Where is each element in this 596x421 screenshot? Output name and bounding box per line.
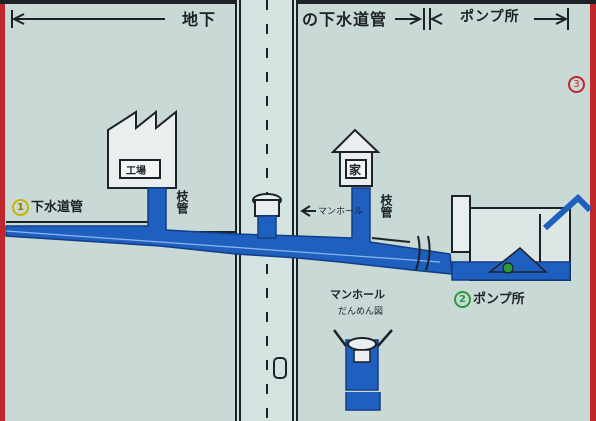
branch-pipe-left-label: 枝管 <box>175 190 189 214</box>
marker-three: 3 <box>568 74 587 93</box>
hydrant-icon <box>273 357 287 379</box>
pump-station-icon <box>451 193 593 281</box>
header-underground: 地下 <box>182 10 217 29</box>
manhole-arrow-label: マンホール <box>318 207 364 217</box>
left-red-border <box>0 0 5 421</box>
sewer-main-pipe <box>5 187 453 275</box>
manhole-mascot-title: マンホール <box>330 288 385 301</box>
pipe-break-marks <box>415 235 431 271</box>
header-sewer-pipe: の下水道管 <box>302 10 388 29</box>
factory-icon <box>107 109 177 189</box>
right-red-border <box>590 0 596 421</box>
manhole-mascot-subtitle: だんめん図 <box>338 307 384 317</box>
header-arrows <box>11 8 569 30</box>
header-pump-station: ポンプ所 <box>460 9 520 25</box>
house-icon <box>330 128 381 187</box>
ground-line-right <box>371 237 411 243</box>
manhole-mascot-icon <box>333 329 393 411</box>
pipe-highlight <box>5 230 441 263</box>
manhole-arrow-head <box>300 205 311 217</box>
factory-sign: 工場 <box>126 166 146 177</box>
manhole-shaft-icon <box>252 193 282 239</box>
branch-pipe-right-label: 枝管 <box>379 194 393 218</box>
house-sign: 家 <box>349 163 362 177</box>
